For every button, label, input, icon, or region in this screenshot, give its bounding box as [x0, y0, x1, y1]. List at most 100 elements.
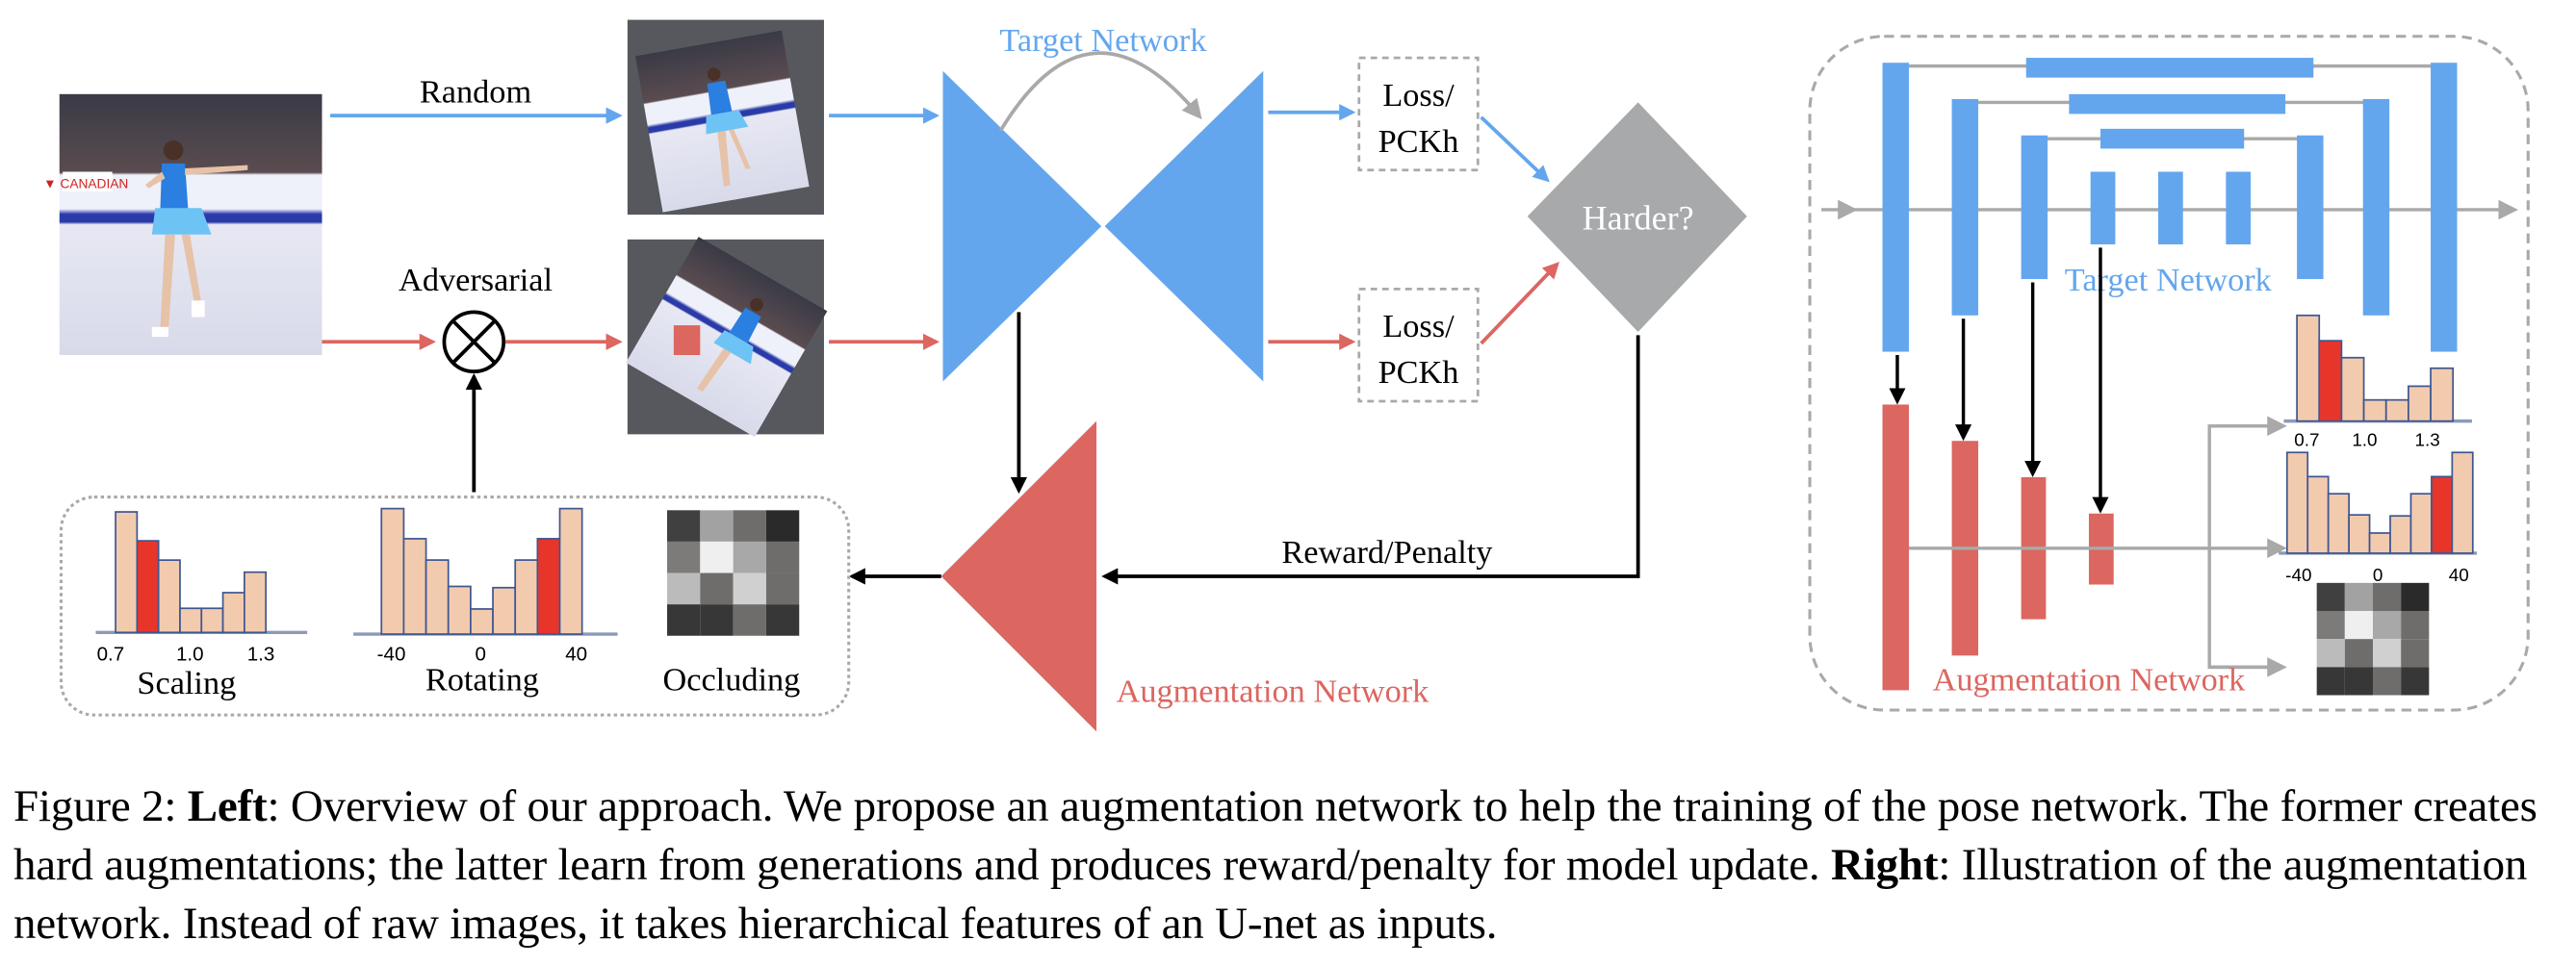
rotating-tick-2: 40	[565, 643, 587, 665]
input-skater-image: ▼ CANADIAN	[43, 93, 322, 355]
right-occlusion-grid-cell	[2373, 667, 2402, 696]
scaling-tick-1: 1.0	[176, 643, 204, 665]
right-occlusion-grid-cell	[2401, 639, 2430, 668]
unet-decoder-block-3	[2297, 135, 2324, 280]
augmentation-network-label: Augmentation Network	[1117, 673, 1430, 709]
skater-figure	[144, 140, 248, 338]
occlusion-grid-cell	[765, 604, 800, 636]
right-occlusion-grid-cell	[2344, 667, 2374, 696]
right-rotating-histogram-bar	[2431, 475, 2454, 554]
right-rotating-histogram-bar	[2348, 514, 2371, 554]
unet-panel	[1808, 35, 2530, 712]
occlusion-grid-cell	[700, 541, 734, 573]
right-occlusion-grid-cell	[2344, 611, 2374, 640]
occlusion-grid-cell	[765, 572, 800, 605]
unet-bottleneck-block-2	[2158, 171, 2183, 245]
scaling-histogram-bar	[200, 607, 224, 634]
loss-bottom-line2: PCKh	[1378, 354, 1459, 391]
right-occlusion-grid-cell	[2401, 582, 2430, 612]
right-occlusion-grid-cell	[2316, 667, 2345, 696]
occlusion-grid-cell	[733, 604, 766, 636]
right-rotating-histogram-bar	[2409, 493, 2433, 554]
occlusion-grid-cell	[733, 510, 766, 542]
right-occlusion-grid-cell	[2401, 667, 2430, 696]
loss-box-top: Loss/ PCKh	[1357, 56, 1480, 172]
right-occlusion-grid-cell	[2401, 611, 2430, 640]
right-scaling-histogram-bar	[2408, 385, 2432, 422]
right-rotating-histogram-bar	[2451, 451, 2474, 554]
rotating-histogram-bar	[402, 538, 427, 635]
right-occlusion-grid-cell	[2373, 639, 2402, 668]
unet-decoder-block-1	[2431, 63, 2458, 352]
scaling-histogram	[95, 511, 308, 635]
loss-top-line1: Loss/	[1382, 77, 1455, 114]
caption-text-2: : Illustration of the augmentation netwo…	[13, 840, 2528, 949]
loss-top-to-harder-arrow	[1480, 115, 1550, 183]
scaling-histogram-bar	[115, 511, 139, 634]
right-scaling-tick-1: 1.0	[2352, 429, 2377, 449]
unet-skip-block-3	[2099, 128, 2245, 149]
occlusion-grid-cell	[667, 541, 701, 573]
right-occlusion-grid-cell	[2316, 582, 2345, 612]
caption-right-bold: Right	[1831, 840, 1939, 890]
rotating-tick-0: -40	[377, 643, 406, 665]
target-network-label: Target Network	[999, 22, 1207, 59]
occlusion-grid-cell	[733, 541, 766, 573]
rotating-histogram-bar	[514, 559, 539, 635]
unet-decoder-block-2	[2362, 98, 2390, 316]
right-rotating-tick-2: 40	[2449, 565, 2469, 585]
right-scaling-tick-0: 0.7	[2294, 429, 2319, 449]
unet-encoder-block-2	[1951, 98, 1979, 316]
occluding-title: Occluding	[662, 661, 800, 698]
right-occlusion-grid-cell	[2316, 639, 2345, 668]
adversarial-augmented-image	[626, 237, 828, 438]
unet-feature-taps	[1889, 247, 2109, 514]
unet-bottleneck-block-3	[2226, 171, 2252, 245]
reward-penalty-arrow	[1101, 335, 1640, 585]
harder-label: Harder?	[1583, 199, 1694, 238]
occlusion-grid-cell	[700, 572, 734, 605]
target-network-hourglass	[942, 70, 1264, 382]
right-rotating-histogram-bar	[2327, 493, 2350, 554]
right-occlusion-grid-cell	[2373, 582, 2402, 612]
unet-skip-block-1	[2025, 58, 2314, 78]
encoder-triangle	[942, 70, 1102, 382]
occlusion-grid-cell	[667, 604, 701, 636]
rotating-histogram	[353, 507, 618, 636]
rotating-histogram-bar	[425, 559, 450, 635]
harder-decision-diamond: Harder?	[1527, 102, 1747, 332]
augmentation-block-1	[1882, 404, 1909, 691]
loss-bottom-to-harder-arrow	[1480, 262, 1559, 345]
random-augmented-image	[627, 19, 824, 216]
rotating-histogram-bar	[536, 538, 561, 635]
rotating-histogram-bar	[380, 507, 405, 635]
caption-prefix: Figure 2:	[13, 781, 188, 831]
occlusion-grid-cell	[733, 572, 766, 605]
unet-encoder-block-3	[2021, 135, 2048, 280]
right-scaling-histogram-bar	[2384, 398, 2409, 422]
right-occlusion-grid-cell	[2373, 611, 2402, 640]
loss-bottom-line1: Loss/	[1382, 308, 1455, 344]
right-occlusion-grid-cell	[2344, 639, 2374, 668]
occlusion-grid-cell	[667, 572, 701, 605]
rotating-histogram-bar	[470, 608, 494, 635]
right-rotating-histogram	[2279, 451, 2478, 555]
random-label: Random	[420, 73, 532, 110]
loss-top-line2: PCKh	[1378, 123, 1459, 160]
unet-target-network-label: Target Network	[2065, 262, 2273, 298]
decoder-triangle	[1104, 70, 1264, 382]
skip-connection-arrow	[998, 51, 1202, 132]
right-occlusion-grid-cell	[2344, 582, 2374, 612]
caption-left-bold: Left	[187, 781, 268, 831]
scaling-histogram-bar	[244, 571, 268, 634]
scaling-tick-2: 1.3	[247, 643, 275, 665]
right-rotating-tick-0: -40	[2285, 565, 2311, 585]
unet-augmentation-network-label: Augmentation Network	[1933, 661, 2247, 698]
right-scaling-histogram-bar	[2362, 398, 2387, 422]
caption-text-1: : Overview of our approach. We propose a…	[13, 781, 2537, 890]
right-scaling-histogram-bar	[2318, 340, 2343, 422]
unet-skip-block-2	[2069, 93, 2286, 114]
banner-text: ▼ CANADIAN	[43, 177, 128, 191]
occlusion-grid-cell	[700, 604, 734, 636]
unet-encoder-block-1	[1882, 63, 1909, 352]
